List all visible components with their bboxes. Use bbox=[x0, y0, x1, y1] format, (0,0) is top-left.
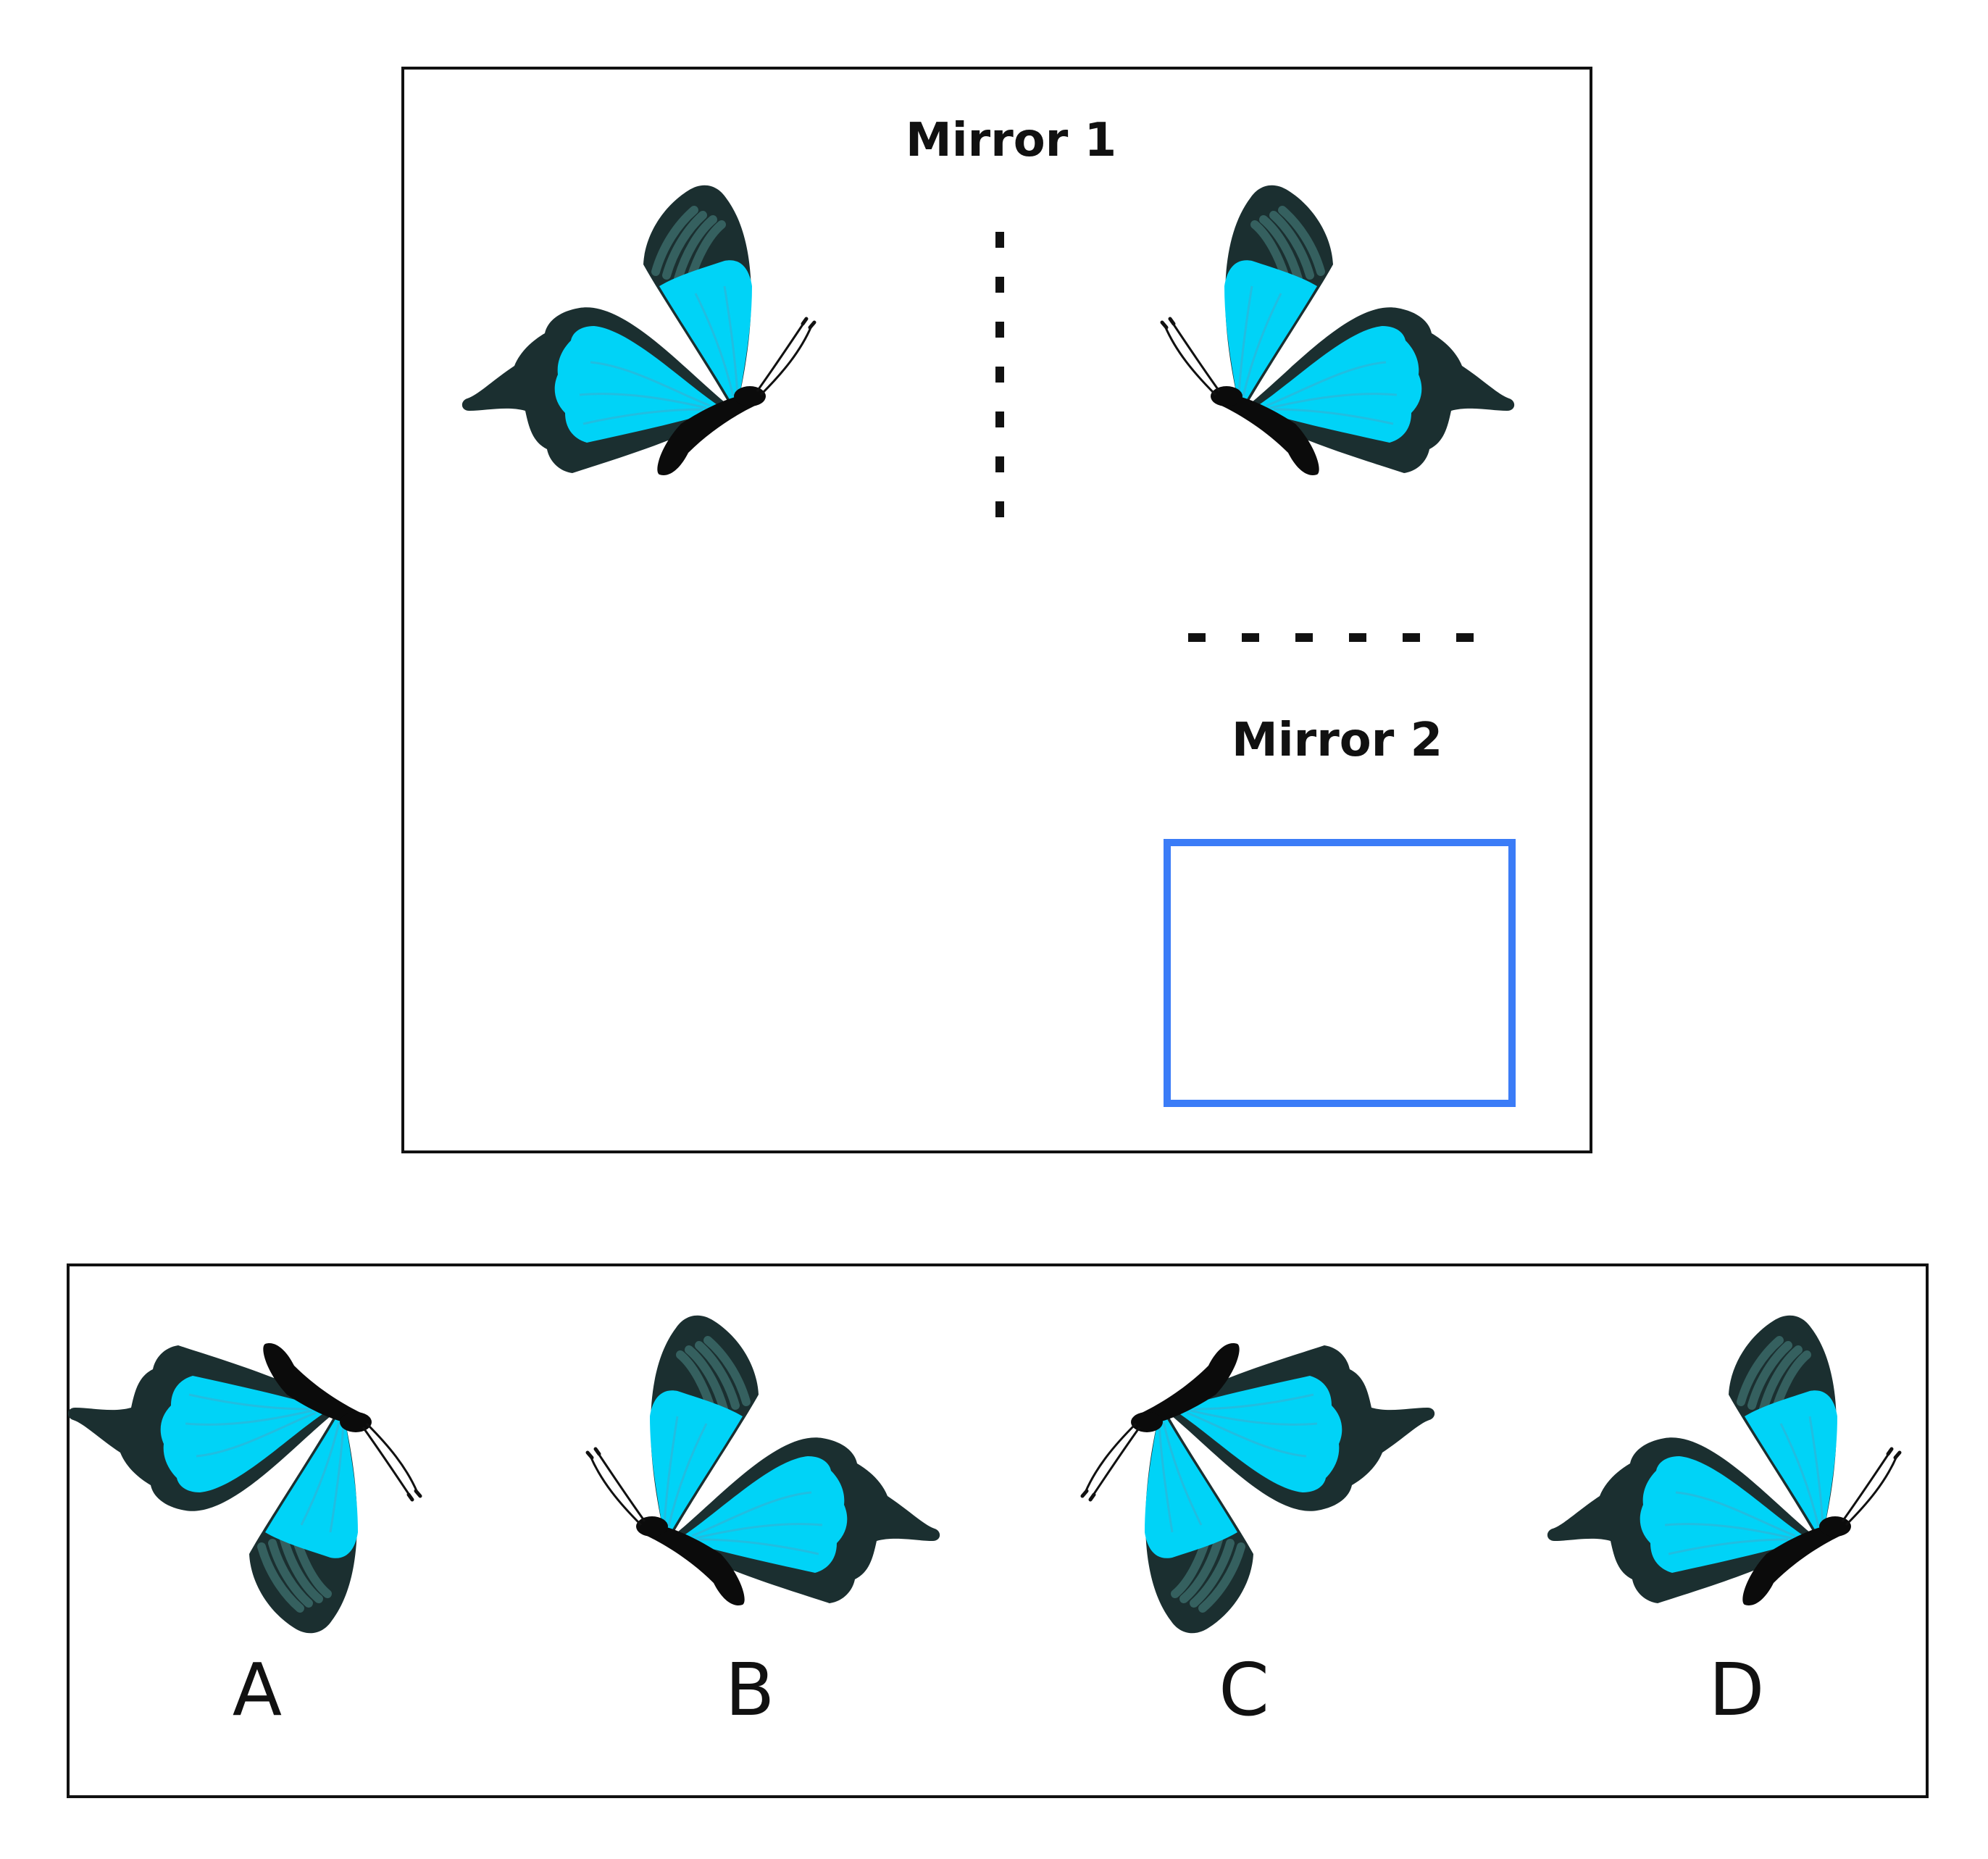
original-butterfly-image bbox=[464, 185, 869, 518]
mirror-2-line bbox=[1188, 633, 1492, 642]
option-c-label: C bbox=[1219, 1647, 1269, 1732]
option-d-butterfly-image[interactable] bbox=[1549, 1315, 1955, 1648]
option-c-butterfly-image[interactable] bbox=[1056, 1322, 1462, 1655]
answer-box[interactable] bbox=[1164, 839, 1516, 1107]
mirror-1-line bbox=[995, 232, 1004, 529]
mirror-1-butterfly-image bbox=[1136, 185, 1542, 518]
option-b-butterfly-image[interactable] bbox=[561, 1315, 967, 1648]
option-d-label: D bbox=[1708, 1647, 1765, 1732]
mirror-2-label: Mirror 2 bbox=[1232, 714, 1443, 767]
option-b-label: B bbox=[724, 1647, 775, 1732]
mirror-1-label: Mirror 1 bbox=[906, 114, 1117, 167]
option-a-butterfly-image[interactable] bbox=[70, 1322, 475, 1655]
option-a-label: A bbox=[232, 1647, 283, 1732]
